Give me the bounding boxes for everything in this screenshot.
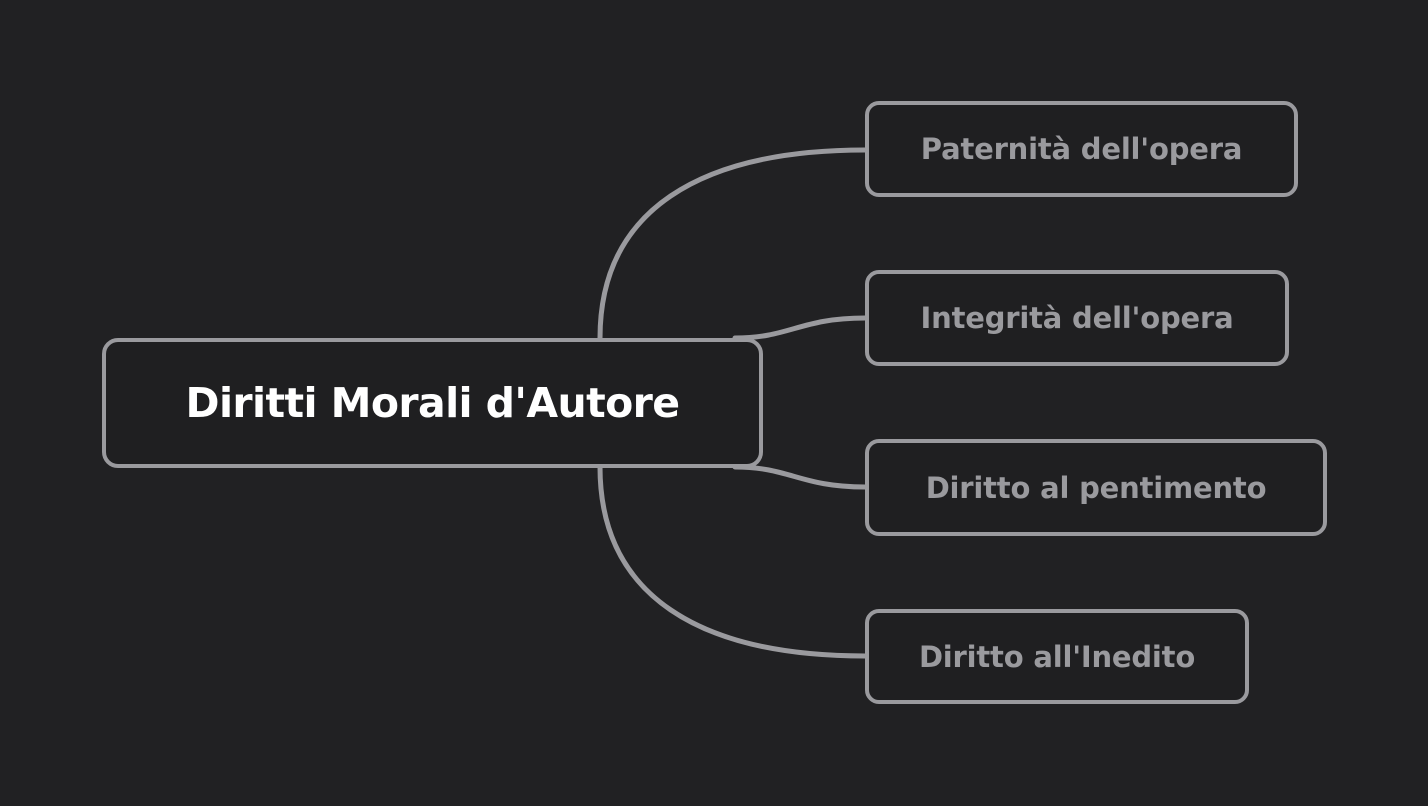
mindmap-node-integrita[interactable]: Integrità dell'opera — [865, 270, 1289, 366]
edge-root-to-child-1 — [732, 315, 868, 341]
edge-root-to-child-3 — [597, 464, 868, 659]
edge-root-to-child-2 — [732, 464, 868, 490]
edge-root-to-child-0 — [597, 147, 868, 341]
root-node-label: Diritti Morali d'Autore — [185, 379, 681, 427]
mindmap-node-paternita[interactable]: Paternità dell'opera — [865, 101, 1298, 197]
mindmap-node-label: Diritto all'Inedito — [918, 639, 1196, 674]
mindmap-node-label: Paternità dell'opera — [920, 132, 1243, 166]
mindmap-node-label: Diritto al pentimento — [925, 470, 1267, 505]
mindmap-node-inedito[interactable]: Diritto all'Inedito — [865, 609, 1249, 704]
mindmap-node-pentimento[interactable]: Diritto al pentimento — [865, 439, 1327, 536]
mindmap-node-label: Integrità dell'opera — [920, 301, 1234, 335]
root-node[interactable]: Diritti Morali d'Autore — [102, 338, 763, 468]
